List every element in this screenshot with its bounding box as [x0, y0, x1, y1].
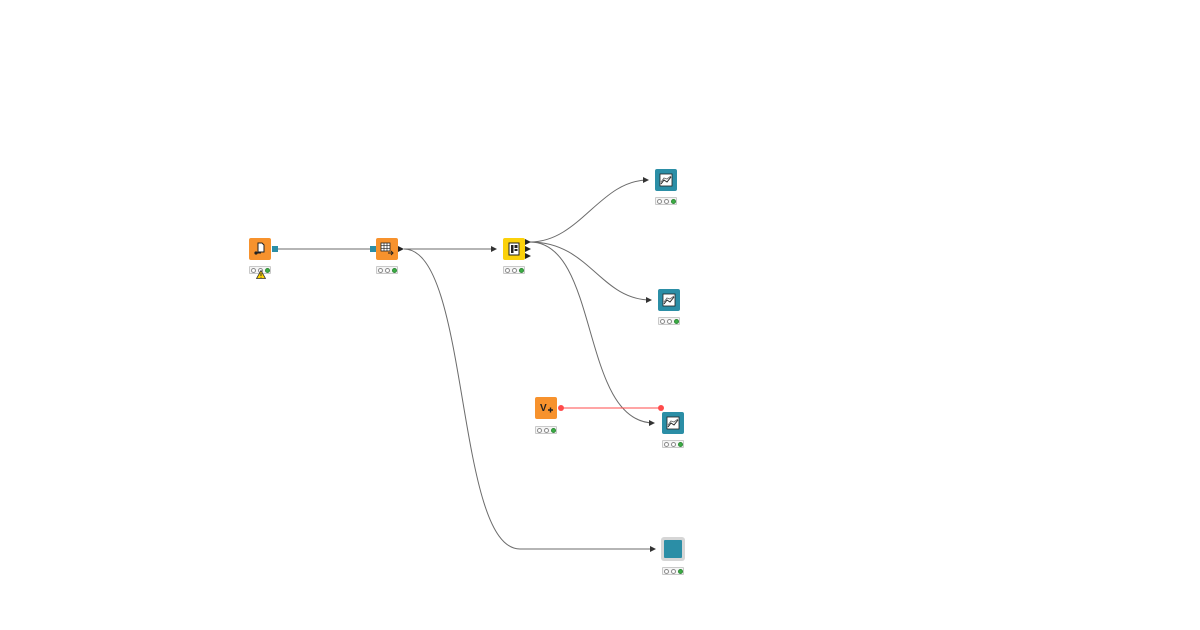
status-light-idle [251, 268, 256, 273]
connection-manipulator-to-component[interactable] [403, 248, 656, 552]
node-component[interactable] [664, 540, 682, 558]
status-light-configured [671, 569, 676, 574]
node-view-2[interactable] [658, 289, 680, 311]
connection-splitter-to-view-2[interactable] [529, 241, 652, 303]
status-light-executed [392, 268, 397, 273]
status-light-idle [660, 319, 665, 324]
status-light-executed [551, 428, 556, 433]
reader-output-port[interactable] [272, 246, 278, 252]
status-light-idle [505, 268, 510, 273]
view-2-status-indicator [658, 317, 680, 325]
file-reader-icon [254, 242, 265, 255]
splitter-status-indicator [503, 266, 525, 274]
status-light-executed [678, 569, 683, 574]
warning-icon[interactable] [256, 270, 266, 279]
status-light-idle [537, 428, 542, 433]
component-status-indicator [662, 567, 684, 575]
view-1-status-indicator [655, 197, 677, 205]
status-light-configured [664, 199, 669, 204]
status-light-idle [378, 268, 383, 273]
chart-view-icon [662, 293, 676, 307]
node-variable-creator[interactable]: V [535, 397, 557, 419]
manipulator-status-indicator [376, 266, 398, 274]
status-light-executed [519, 268, 524, 273]
node-reader[interactable] [249, 238, 271, 260]
status-light-configured [385, 268, 390, 273]
status-light-executed [265, 268, 270, 273]
node-table-manipulator[interactable] [376, 238, 398, 260]
variable-port-in[interactable] [658, 405, 664, 411]
variable-creator-status-indicator [535, 426, 557, 434]
chart-view-icon [659, 173, 673, 187]
chart-view-icon [666, 416, 680, 430]
manipulator-output-port[interactable] [398, 246, 404, 252]
variable-port-out[interactable] [558, 405, 564, 411]
status-light-configured [512, 268, 517, 273]
status-light-executed [671, 199, 676, 204]
table-grid-icon [380, 242, 394, 256]
node-view-1[interactable] [655, 169, 677, 191]
status-light-configured [544, 428, 549, 433]
status-light-configured [667, 319, 672, 324]
status-light-idle [664, 569, 669, 574]
view-3-status-indicator [662, 440, 684, 448]
status-light-idle [657, 199, 662, 204]
status-light-executed [678, 442, 683, 447]
status-light-idle [664, 442, 669, 447]
splitter-output-port-2[interactable] [525, 246, 531, 252]
manipulator-input-port[interactable] [370, 246, 376, 252]
splitter-icon [508, 242, 520, 256]
node-splitter[interactable] [503, 238, 525, 260]
splitter-output-port-3[interactable] [525, 253, 531, 259]
node-view-3[interactable] [662, 412, 684, 434]
connection-splitter-to-view-1[interactable] [529, 177, 649, 243]
status-light-executed [674, 319, 679, 324]
splitter-output-port-1[interactable] [525, 239, 531, 245]
svg-text:V: V [540, 403, 547, 414]
variable-plus-icon: V [540, 403, 553, 414]
connection-splitter-to-view-3[interactable] [529, 241, 655, 426]
status-light-configured [671, 442, 676, 447]
